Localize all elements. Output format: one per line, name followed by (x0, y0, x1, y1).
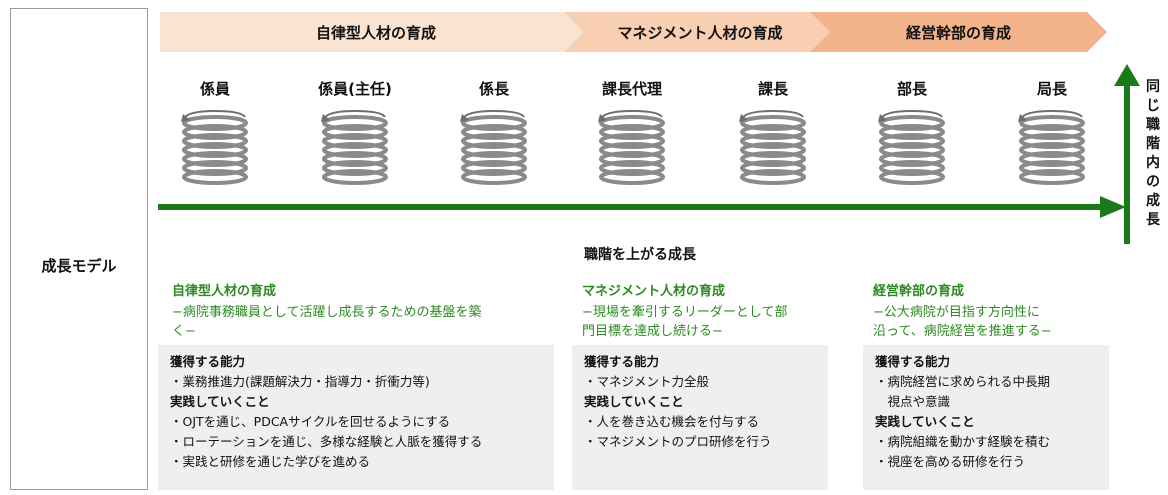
model-label-box: 成長モデル (10, 8, 148, 490)
phase-banner-autonomous: 自律型人材の育成 (160, 12, 592, 52)
spiral-icon (598, 109, 665, 185)
detail-box-executive: 獲得する能力 ・病院経営に求められる中長期 視点や意識 実践していくこと ・病院… (863, 345, 1109, 490)
practice-item: ・マネジメントのプロ研修を行う (584, 434, 772, 449)
same-rank-growth-arrow-icon (1114, 64, 1140, 244)
ability-heading: 獲得する能力 (875, 354, 951, 369)
phase-label: 経営幹部の育成 (905, 23, 1011, 42)
practice-item: ・OJTを通じ、PDCAサイクルを回せるようにする (170, 414, 451, 429)
rank-label: 係員(主任) (318, 80, 392, 98)
ability-heading: 獲得する能力 (170, 354, 246, 369)
ability-item: ・病院経営に求められる中長期 (875, 374, 1051, 389)
section-title-autonomous: 自律型人材の育成 (172, 284, 277, 299)
ability-item: 視点や意識 (875, 394, 951, 409)
section-subtitle-management: −現場を牽引するリーダーとして部 門目標を達成し続ける− (582, 305, 788, 339)
rank-label: 部長 (896, 80, 927, 98)
section-title-executive: 経営幹部の育成 (873, 284, 965, 299)
practice-heading: 実践していくこと (875, 414, 975, 429)
spiral-icon (878, 109, 945, 185)
practice-item: ・人を巻き込む機会を付与する (584, 414, 760, 429)
rank-label: 課長代理 (601, 80, 662, 98)
spiral-icon (321, 109, 388, 185)
phase-label: 自律型人材の育成 (315, 23, 436, 42)
career-ladder-label: 職階を上がる成長 (584, 247, 696, 263)
practice-item: ・ローテーションを通じ、多様な経験と人脈を獲得する (170, 434, 483, 449)
rank-label: 局長 (1036, 80, 1067, 98)
ability-item: ・マネジメント力全般 (584, 374, 710, 389)
ability-heading: 獲得する能力 (584, 354, 660, 369)
phase-banner-executive: 経営幹部の育成 (810, 12, 1107, 52)
phase-banner-management: マネジメント人材の育成 (564, 12, 836, 52)
rank-label: 係長 (478, 80, 509, 98)
same-rank-growth-label: 同 じ 職 階 内 の 成 長 (1146, 79, 1160, 228)
career-ladder-arrow-icon (158, 196, 1126, 218)
rank-label: 課長 (757, 80, 788, 98)
practice-heading: 実践していくこと (170, 394, 270, 409)
spiral-icon (181, 109, 248, 185)
practice-heading: 実践していくこと (584, 394, 684, 409)
detail-box-autonomous: 獲得する能力 ・業務推進力(課題解決力・指導力・折衝力等) 実践していくこと ・… (158, 345, 554, 490)
spiral-icon (739, 109, 806, 185)
section-subtitle-autonomous: −病院事務職員として活躍し成長するための基盤を築 く− (172, 305, 482, 339)
detail-box-management: 獲得する能力 ・マネジメント力全般 実践していくこと ・人を巻き込む機会を付与す… (572, 345, 828, 490)
phase-label: マネジメント人材の育成 (617, 23, 783, 42)
practice-item: ・病院組織を動かす経験を積む (875, 434, 1051, 449)
model-label: 成長モデル (41, 257, 117, 275)
ability-item: ・業務推進力(課題解決力・指導力・折衝力等) (170, 374, 430, 389)
spiral-icon (1018, 109, 1085, 185)
section-title-management: マネジメント人材の育成 (582, 284, 726, 299)
spiral-icon (460, 109, 527, 185)
practice-item: ・実践と研修を通じた学びを進める (170, 454, 371, 469)
rank-label: 係員 (199, 80, 230, 98)
practice-item: ・視座を高める研修を行う (875, 454, 1026, 469)
section-subtitle-executive: −公大病院が目指す方向性に 沿って、病院経営を推進する− (873, 305, 1052, 339)
